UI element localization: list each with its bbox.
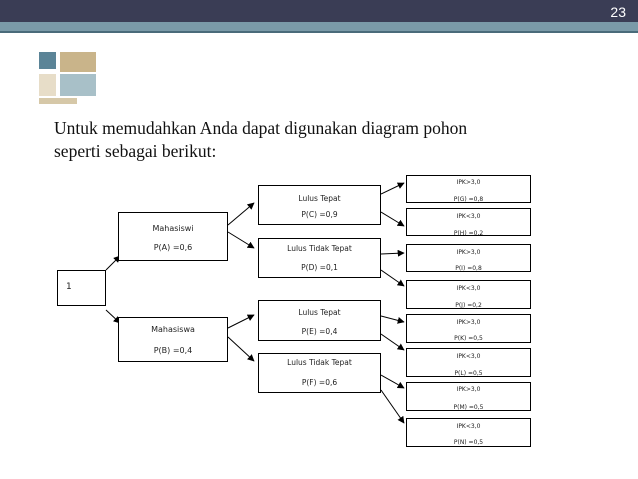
node-mahasiswa: Mahasiswa P(B) =0,4 bbox=[118, 317, 228, 362]
node-ipk-m: IPK>3,0 P(M) =0,5 bbox=[406, 382, 531, 411]
node-prob: P(B) =0,4 bbox=[153, 346, 193, 355]
edge-d-j bbox=[380, 269, 405, 287]
node-ipk-k: IPK>3,0 P(K) =0,5 bbox=[406, 314, 531, 343]
edge-a-c bbox=[227, 202, 255, 226]
node-prob: P(F) =0,6 bbox=[301, 378, 338, 387]
edge-b-e bbox=[227, 314, 255, 329]
node-ipk-j: IPK<3,0 P(J) =0,2 bbox=[406, 280, 531, 309]
node-prob: P(C) =0,9 bbox=[301, 210, 338, 219]
page-number: 23 bbox=[610, 4, 626, 20]
node-prob: P(D) =0,1 bbox=[301, 263, 338, 272]
title-bar: 23 bbox=[0, 0, 638, 22]
node-lulus-tepat-e: Lulus Tepat P(E) =0,4 bbox=[258, 300, 381, 341]
node-label: IPK>3,0 bbox=[456, 249, 481, 256]
node-mahasiswi: Mahasiswi P(A) =0,6 bbox=[118, 212, 228, 261]
decor-square-1 bbox=[39, 52, 56, 69]
node-prob: P(E) =0,4 bbox=[301, 327, 338, 336]
node-label: IPK<3,0 bbox=[456, 423, 481, 430]
edge-root-b bbox=[105, 309, 121, 324]
node-label: IPK<3,0 bbox=[456, 213, 481, 220]
slide-heading: Untuk memudahkan Anda dapat digunakan di… bbox=[54, 117, 614, 163]
node-ipk-n: IPK<3,0 P(N) =0,5 bbox=[406, 418, 531, 447]
node-label: Lulus Tidak Tepat bbox=[287, 244, 352, 253]
node-prob: P(N) =0,5 bbox=[453, 439, 484, 446]
node-prob: P(A) =0,6 bbox=[153, 243, 193, 252]
heading-line-2: seperti sebagai berikut: bbox=[54, 141, 217, 161]
edge-b-f bbox=[227, 336, 255, 362]
node-lulus-tepat-c: Lulus Tepat P(C) =0,9 bbox=[258, 185, 381, 225]
decor-square-4 bbox=[60, 74, 96, 96]
node-prob: P(K) =0,5 bbox=[454, 335, 483, 342]
node-label: Lulus Tidak Tepat bbox=[287, 358, 352, 367]
edge-c-g bbox=[380, 182, 405, 195]
node-lulus-tidak-tepat-d: Lulus Tidak Tepat P(D) =0,1 bbox=[258, 238, 381, 278]
edge-f-n bbox=[380, 389, 405, 424]
node-prob: P(J) =0,2 bbox=[455, 302, 482, 309]
edge-f-m bbox=[380, 374, 405, 389]
node-ipk-l: IPK<3,0 P(L) =0,5 bbox=[406, 348, 531, 377]
node-prob: P(I) =0,8 bbox=[455, 265, 482, 272]
node-ipk-h: IPK<3,0 P(H) =0,2 bbox=[406, 208, 531, 237]
node-lulus-tidak-tepat-f: Lulus Tidak Tepat P(F) =0,6 bbox=[258, 353, 381, 393]
node-root: 1 bbox=[57, 270, 106, 306]
node-prob: P(L) =0,5 bbox=[454, 370, 483, 377]
node-label: Lulus Tepat bbox=[298, 194, 341, 203]
decor-square-3 bbox=[39, 74, 56, 96]
node-ipk-g: IPK>3,0 P(G) =0,8 bbox=[406, 175, 531, 203]
title-bar-accent-line bbox=[0, 31, 638, 33]
title-bar-accent bbox=[0, 22, 638, 31]
node-label: Lulus Tepat bbox=[298, 308, 341, 317]
node-prob: P(M) =0,5 bbox=[453, 404, 484, 411]
edge-root-a bbox=[105, 255, 121, 271]
node-ipk-i: IPK>3,0 P(I) =0,8 bbox=[406, 244, 531, 272]
node-label: IPK<3,0 bbox=[456, 285, 481, 292]
heading-line-1: Untuk memudahkan Anda dapat digunakan di… bbox=[54, 118, 468, 138]
edge-e-l bbox=[380, 333, 405, 351]
node-label: Mahasiswa bbox=[151, 325, 195, 334]
node-label: IPK>3,0 bbox=[456, 319, 481, 326]
node-prob: P(H) =0,2 bbox=[453, 230, 484, 237]
edge-e-k bbox=[380, 315, 405, 324]
decor-square-2 bbox=[60, 52, 96, 72]
edge-c-h bbox=[380, 211, 405, 227]
decor-square-5 bbox=[39, 98, 77, 104]
edge-a-d bbox=[227, 231, 255, 249]
node-label: IPK>3,0 bbox=[456, 179, 481, 186]
node-label: IPK>3,0 bbox=[456, 386, 481, 393]
node-root-label: 1 bbox=[66, 282, 72, 292]
edge-d-i bbox=[380, 249, 405, 257]
node-prob: P(G) =0,8 bbox=[453, 196, 484, 203]
node-label: IPK<3,0 bbox=[456, 353, 481, 360]
node-label: Mahasiswi bbox=[152, 224, 194, 233]
